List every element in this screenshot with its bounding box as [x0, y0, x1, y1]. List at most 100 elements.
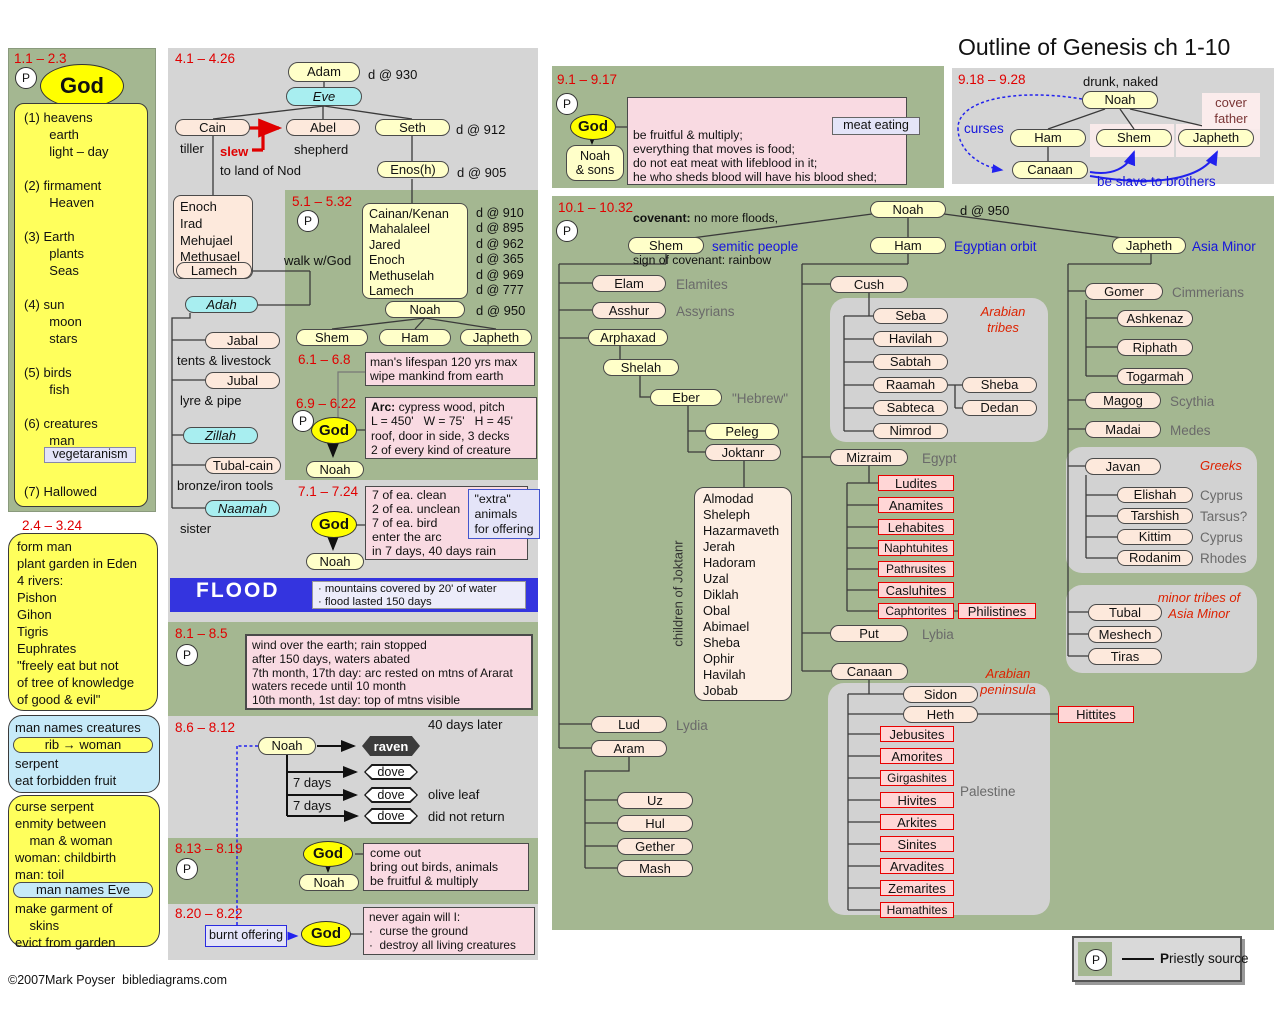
priestly-icon: P [1085, 949, 1107, 971]
aram-node: Aram [591, 740, 667, 757]
javan-node: Javan [1085, 458, 1161, 475]
names-creatures-label: man names creatures [15, 720, 141, 735]
mash-node: Mash [617, 860, 693, 877]
palestine-note: Palestine [960, 784, 1016, 799]
flood-label: FLOOD [196, 579, 280, 602]
dove-label: dove [365, 765, 417, 779]
patriarch-deaths: d @ 910 d @ 895 d @ 962 d @ 365 d @ 969 … [476, 206, 524, 298]
heth-node: Heth [903, 706, 978, 723]
lydia-note: Lydia [676, 718, 708, 733]
page-title: Outline of Genesis ch 1-10 [958, 34, 1231, 60]
joktan-children-box: Almodad Sheleph Hazarmaveth Jerah Hadora… [694, 487, 792, 701]
tubalcain-node: Tubal-cain [205, 457, 281, 474]
nod-label: to land of Nod [220, 163, 301, 178]
enosh-death: d @ 905 [457, 165, 507, 180]
lud-node: Lud [591, 716, 667, 733]
flood-notes-box: · mountains covered by 20' of water · fl… [312, 581, 526, 609]
cyprus-note-2: Cyprus [1200, 530, 1243, 545]
patriarch-list-box: Cainan/Kenan Mahalaleel Jared Enoch Meth… [362, 203, 468, 299]
covenant-word: covenant: [633, 211, 691, 226]
arkites-node: Arkites [880, 814, 954, 830]
lamech-node: Lamech [176, 262, 252, 279]
enosh-node: Enos(h) [377, 161, 449, 178]
no-return-label: did not return [428, 809, 505, 824]
riphath-node: Riphath [1117, 339, 1193, 356]
garment-text: make garment of skins evict from garden [15, 901, 116, 950]
ham-node-10: Ham [870, 237, 946, 254]
vegetarianism-box: vegetaranism [44, 447, 136, 463]
shem-node-10: Shem [628, 237, 704, 254]
tarshish-node: Tarshish [1117, 508, 1193, 524]
dedan-node: Dedan [962, 400, 1037, 416]
priestly-icon: P [292, 410, 314, 432]
ref-1-1: 1.1 – 2.3 [14, 51, 67, 66]
god-node-9: God [570, 114, 616, 140]
anamites-node: Anamites [878, 497, 954, 513]
japheth-node-10: Japheth [1112, 237, 1186, 254]
noah-death: d @ 950 [476, 303, 526, 318]
arphaxad-node: Arphaxad [588, 329, 668, 346]
slew-label: slew [220, 144, 249, 159]
lehabites-node: Lehabites [878, 519, 954, 535]
asia-minor-note: Asia Minor [1192, 239, 1256, 254]
ham-node-918: Ham [1010, 129, 1086, 147]
peleg-node: Peleg [705, 423, 779, 440]
cover-father-box: cover father [1202, 93, 1260, 129]
walk-with-god-label: walk w/God [284, 253, 352, 268]
canaan-node-918: Canaan [1012, 161, 1088, 179]
cush-node: Cush [830, 276, 908, 293]
ref-8-6: 8.6 – 8.12 [175, 720, 236, 735]
meshech-node: Meshech [1088, 626, 1162, 643]
naphtuhites-node: Naphtuhites [878, 540, 954, 556]
minor-tribes-note: minor tribes of Asia Minor [1157, 590, 1241, 621]
noah-node-8: Noah [258, 737, 316, 755]
covenant-rest: no more floods, [690, 211, 778, 226]
philistines-node: Philistines [958, 603, 1036, 619]
priestly-icon: P [556, 93, 578, 115]
egyptian-note: Egyptian orbit [954, 239, 1037, 254]
girgashites-node: Girgashites [880, 770, 954, 786]
copyright: ©2007Mark Poyser biblediagrams.com [8, 973, 228, 987]
ref-8-13: 8.13 – 8.19 [175, 841, 243, 856]
tubal-node: Tubal [1088, 604, 1162, 621]
caphtorites-node: Caphtorites [878, 603, 954, 619]
joktan-children-label: children of Joktanr [670, 540, 686, 647]
forty-days-label: 40 days later [428, 717, 503, 732]
sheba-node: Sheba [962, 377, 1037, 393]
adam-death: d @ 930 [368, 67, 418, 82]
abel-node: Abel [286, 119, 360, 136]
noah-sons-node: Noah & sons [566, 145, 624, 181]
naamah-note: sister [180, 521, 212, 536]
ref-8-1: 8.1 – 8.5 [175, 626, 228, 641]
noah-death-10: d @ 950 [960, 203, 1010, 218]
nimrod-node: Nimrod [873, 423, 948, 439]
dove-label: dove [365, 788, 417, 802]
seven-days-label-1: 7 days [293, 775, 332, 790]
names-eve-node: man names Eve [13, 882, 153, 898]
elishah-node: Elishah [1117, 487, 1193, 503]
tiller-label: tiller [180, 141, 204, 156]
priestly-icon: P [15, 67, 37, 89]
tiras-node: Tiras [1088, 648, 1162, 665]
ref-6-1: 6.1 – 6.8 [298, 352, 351, 367]
jebusites-node: Jebusites [880, 726, 954, 742]
noah-node-918: Noah [1082, 91, 1158, 109]
eber-node: Eber [650, 389, 722, 406]
jubal-note: lyre & pipe [180, 393, 242, 408]
dove-node-2: dove [364, 787, 418, 803]
god-node-6: God [311, 417, 357, 444]
havilah-node: Havilah [873, 331, 948, 347]
ref-10-1: 10.1 – 10.32 [558, 200, 634, 215]
elam-node: Elam [592, 275, 666, 292]
dove-node-1: dove [364, 764, 418, 780]
raamah-node: Raamah [873, 377, 948, 393]
amorites-node: Amorites [880, 748, 954, 764]
jabal-node: Jabal [205, 332, 280, 349]
seba-node: Seba [873, 308, 948, 324]
greeks-note: Greeks [1200, 458, 1242, 473]
sabteca-node: Sabteca [873, 400, 948, 416]
ref-9-18: 9.18 – 9.28 [958, 72, 1026, 87]
rib-woman-node: rib → woman [13, 737, 153, 753]
eden-box: form man plant garden in Eden 4 rivers: … [8, 533, 158, 711]
adah-node: Adah [185, 296, 258, 313]
